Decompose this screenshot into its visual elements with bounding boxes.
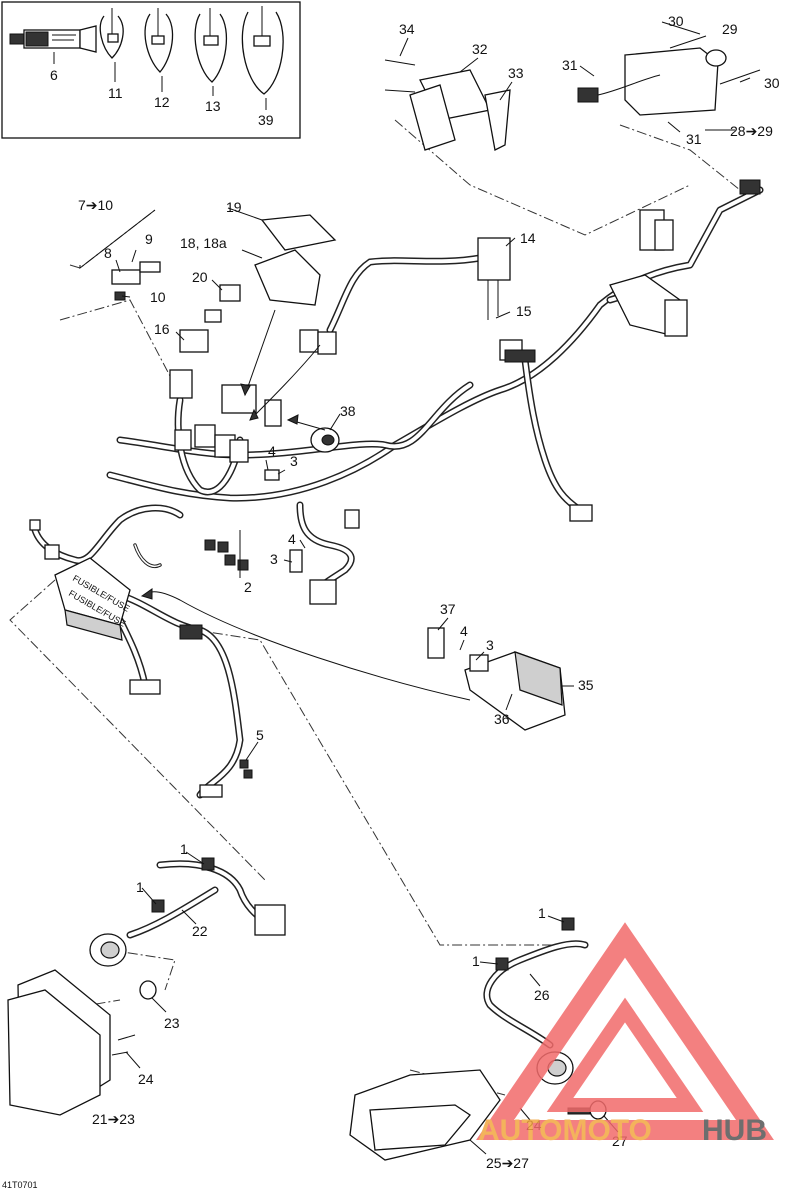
cable-tie-large — [194, 8, 228, 83]
cable-tie-medium — [144, 8, 174, 73]
callout-8: 8 — [104, 245, 112, 261]
watermark-brand-part1: AUTOMOTO — [478, 1114, 652, 1147]
callout-1-c: 1 — [538, 905, 546, 921]
callout-4-bracket: 4 — [460, 623, 468, 639]
callout-28-29: 28➔29 — [730, 123, 773, 139]
callout-7-10: 7➔10 — [78, 197, 113, 213]
callout-25-27: 25➔27 — [486, 1155, 529, 1171]
relay-box-28 — [577, 35, 761, 116]
callout-36: 36 — [494, 711, 510, 727]
callout-4-upper: 4 — [268, 443, 276, 459]
callout-6: 6 — [50, 67, 58, 83]
callout-33: 33 — [508, 65, 524, 81]
callout-16: 16 — [154, 321, 170, 337]
callout-23: 23 — [164, 1015, 180, 1031]
cable-tie-xlarge — [241, 6, 284, 95]
callout-31-left: 31 — [562, 57, 578, 73]
leader-lines — [79, 21, 751, 1155]
grease-tube — [9, 25, 97, 53]
watermark-triangle-icon — [476, 922, 774, 1140]
watermark-logo: AUTOMOTO HUB — [476, 922, 774, 1147]
fuse-box: FUSIBLE/FUSE FUSIBLE/FUSE — [54, 557, 131, 641]
control-module-32 — [384, 59, 511, 151]
callout-1-b: 1 — [136, 879, 144, 895]
callout-10: 10 — [150, 289, 166, 305]
callout-2: 2 — [244, 579, 252, 595]
callout-21-23: 21➔23 — [92, 1111, 135, 1127]
headlight-right — [349, 1051, 607, 1161]
watermark-brand-part2: HUB — [702, 1114, 767, 1147]
callout-5: 5 — [256, 727, 264, 743]
callout-3-middle: 3 — [270, 551, 278, 567]
wire-caps-1 — [151, 857, 575, 971]
callout-19: 19 — [226, 199, 242, 215]
harness-connectors — [29, 179, 761, 936]
accessory-inset-box — [1, 1, 301, 139]
headlight-left — [7, 933, 157, 1116]
callout-11: 11 — [108, 85, 123, 101]
callout-15: 15 — [516, 303, 532, 319]
callout-3-bracket: 3 — [486, 637, 494, 653]
callout-30-top: 30 — [668, 13, 684, 29]
callout-1-a: 1 — [180, 841, 188, 857]
callout-20: 20 — [192, 269, 208, 285]
ignition-switch-38 — [264, 399, 340, 453]
callout-3-upper: 3 — [290, 453, 298, 469]
relay-14 — [477, 237, 511, 320]
callout-1-d: 1 — [472, 953, 480, 969]
callout-22: 22 — [192, 923, 208, 939]
callout-14: 14 — [520, 230, 536, 246]
callout-4-middle: 4 — [288, 531, 296, 547]
callout-39: 39 — [258, 112, 274, 128]
callout-29: 29 — [722, 21, 738, 37]
callout-26: 26 — [534, 987, 550, 1003]
callout-32: 32 — [472, 41, 488, 57]
callout-24-left: 24 — [138, 1071, 154, 1087]
callout-9: 9 — [145, 231, 153, 247]
mounting-bracket-35 — [427, 627, 566, 731]
callout-30-right: 30 — [764, 75, 780, 91]
clips-2 — [204, 469, 303, 779]
direction-arrows — [140, 129, 735, 701]
right-connector-cluster — [609, 209, 688, 337]
callout-37: 37 — [440, 601, 456, 617]
callout-18-18a: 18, 18a — [180, 235, 227, 251]
relay-parts — [111, 214, 337, 414]
callout-12: 12 — [154, 94, 170, 110]
figure-code: 41T0701 — [2, 1180, 38, 1190]
cable-tie-small — [99, 8, 124, 59]
callout-34: 34 — [399, 21, 415, 37]
callout-35: 35 — [578, 677, 594, 693]
callout-31-bottom: 31 — [686, 131, 702, 147]
callout-38: 38 — [340, 403, 356, 419]
callout-13: 13 — [205, 98, 221, 114]
